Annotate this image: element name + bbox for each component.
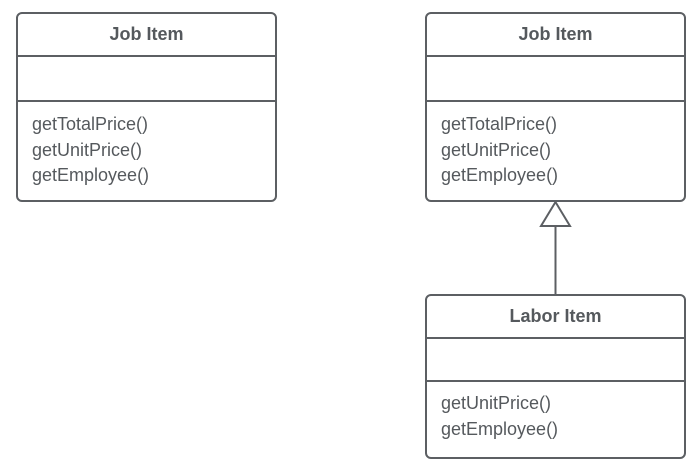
- attributes-compartment: [427, 57, 684, 102]
- methods-compartment: getTotalPrice() getUnitPrice() getEmploy…: [18, 102, 275, 189]
- method-get-unit-price: getUnitPrice(): [441, 139, 552, 160]
- attributes-compartment: [427, 339, 684, 382]
- method-get-total-price: getTotalPrice(): [441, 114, 558, 134]
- method-get-employee: getEmployee(): [441, 418, 559, 439]
- method-get-total-price: getTotalPrice(): [32, 114, 149, 134]
- method-get-employee: getEmployee(): [32, 165, 150, 185]
- generalization-triangle-icon: [539, 200, 572, 227]
- job-item-parent-class-box[interactable]: Job Item getTotalPrice() getUnitPrice() …: [425, 12, 686, 202]
- class-name: Labor Item: [427, 296, 684, 339]
- labor-item-class-box[interactable]: Labor Item getUnitPrice() getEmployee(): [425, 294, 686, 459]
- methods-compartment: getUnitPrice() getEmployee(): [427, 382, 684, 442]
- class-name: Job Item: [18, 14, 275, 57]
- method-get-employee: getEmployee(): [441, 165, 559, 185]
- method-get-unit-price: getUnitPrice(): [32, 139, 143, 160]
- methods-compartment: getTotalPrice() getUnitPrice() getEmploy…: [427, 102, 684, 189]
- job-item-class-box[interactable]: Job Item getTotalPrice() getUnitPrice() …: [16, 12, 277, 202]
- class-name: Job Item: [427, 14, 684, 57]
- attributes-compartment: [18, 57, 275, 102]
- method-get-unit-price: getUnitPrice(): [441, 393, 552, 413]
